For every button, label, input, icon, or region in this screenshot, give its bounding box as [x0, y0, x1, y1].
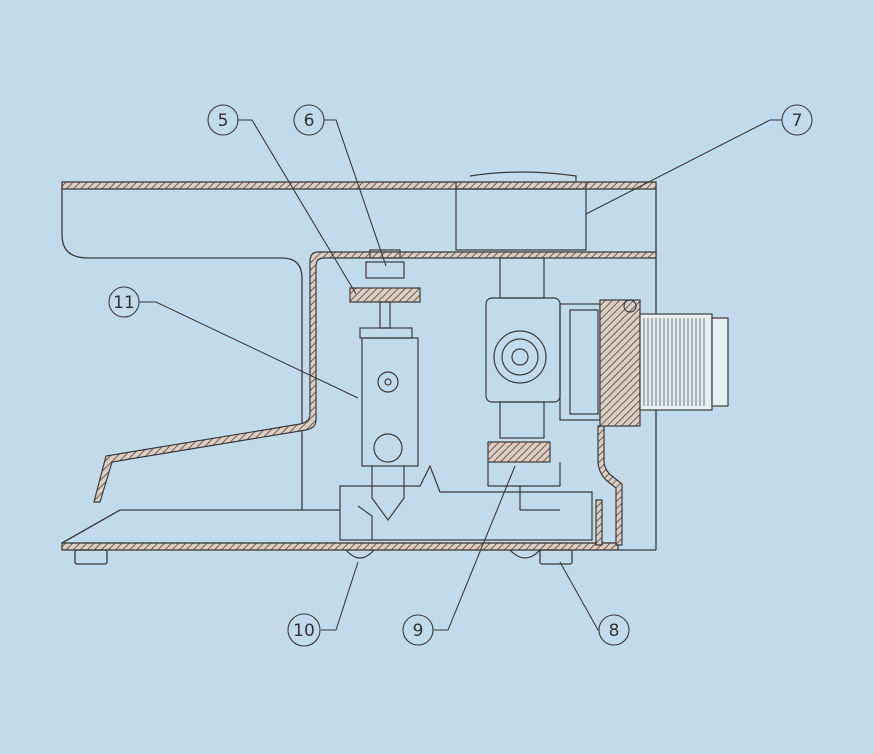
callouts: 5 6 7 8 9 10 11: [108, 104, 813, 647]
callout-11: 11: [108, 286, 140, 318]
callout-8-label: 8: [609, 621, 620, 641]
knurled-wheel: [349, 287, 421, 303]
bottom-plate: [61, 542, 619, 551]
callout-7: 7: [781, 104, 813, 136]
top-block: [455, 171, 587, 251]
housing-front-curve: [61, 189, 303, 510]
callout-7-label: 7: [792, 111, 803, 131]
foot-left: [74, 549, 108, 565]
callout-5: 5: [207, 104, 239, 136]
callout-9: 9: [402, 614, 434, 646]
base-bolts: [345, 549, 541, 559]
right-valve: [485, 257, 601, 511]
callout-5-label: 5: [218, 111, 229, 131]
callout-10: 10: [287, 613, 321, 647]
lock-nut: [487, 441, 551, 463]
callout-10-label: 10: [293, 621, 315, 641]
callout-11-label: 11: [113, 293, 135, 313]
foot-right: [539, 549, 573, 565]
callout-6-label: 6: [304, 111, 315, 131]
left-valve: [339, 249, 593, 541]
inner-bracket: [93, 251, 657, 546]
callout-6: 6: [293, 104, 325, 136]
leader-lines: [139, 119, 784, 631]
callout-8: 8: [598, 614, 630, 646]
motor-cylinder: [599, 299, 729, 427]
callout-9-label: 9: [413, 621, 424, 641]
